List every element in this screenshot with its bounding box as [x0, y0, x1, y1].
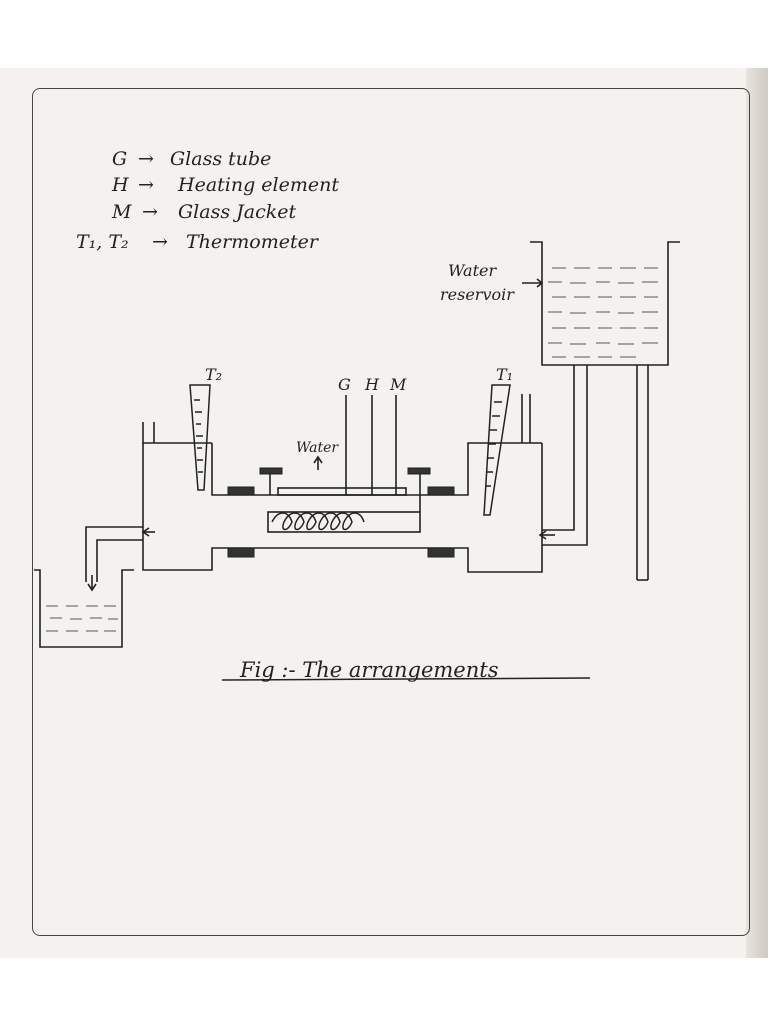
heating-coil — [271, 512, 365, 531]
legend: G → Glass tube H → Heating element M → G… — [76, 148, 339, 253]
reservoir-label-line2: reservoir — [440, 285, 515, 304]
legend-meaning-t: Thermometer — [186, 231, 320, 253]
caption-underline — [221, 677, 591, 681]
water-reservoir — [522, 241, 680, 581]
legend-arrow: → — [138, 174, 154, 196]
legend-symbol-t: T₁, T₂ — [76, 231, 129, 253]
legend-arrow: → — [138, 148, 154, 170]
notebook-page — [0, 68, 768, 958]
legend-arrow: → — [142, 201, 158, 223]
label-h: H — [364, 375, 380, 394]
apparatus-body — [85, 394, 543, 592]
thermometer-t1 — [483, 384, 511, 516]
legend-symbol-h: H — [111, 174, 129, 196]
seals — [227, 467, 455, 558]
label-t2: T₂ — [205, 365, 222, 384]
label-m: M — [389, 375, 407, 394]
legend-arrow: → — [152, 231, 168, 253]
page-edge-shadow — [746, 68, 768, 958]
label-water-inlet: Water — [296, 440, 339, 456]
label-t1: T₁ — [496, 365, 513, 384]
legend-meaning-m: Glass Jacket — [178, 201, 296, 223]
legend-meaning-g: Glass tube — [170, 148, 271, 170]
reservoir-water — [548, 267, 658, 358]
thermometer-t2 — [189, 384, 211, 491]
page-border — [32, 88, 750, 936]
legend-symbol-g: G — [112, 148, 127, 170]
label-g: G — [338, 375, 351, 394]
legend-symbol-m: M — [111, 201, 132, 223]
reservoir-label-line1: Water — [448, 261, 497, 280]
legend-meaning-h: Heating element — [177, 174, 339, 196]
collecting-beaker — [34, 569, 134, 648]
